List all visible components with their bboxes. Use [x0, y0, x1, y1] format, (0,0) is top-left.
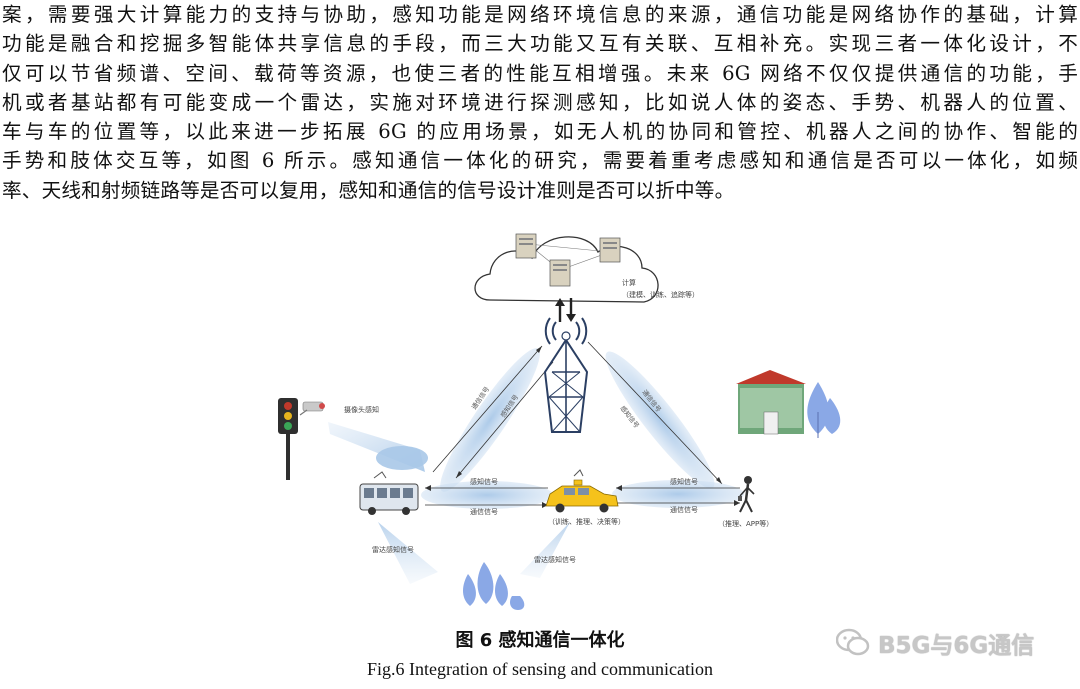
beam-label: 感知信号	[670, 477, 698, 486]
beam-label: 感知信号	[470, 477, 498, 486]
body-line: 仅可以节省频谱、空间、载荷等资源，也使三者的性能互相增强。未来 6G 网络不仅仅…	[2, 59, 1078, 88]
server-icon	[550, 260, 570, 286]
camera-icon	[300, 402, 325, 415]
radar-beam-mid	[520, 522, 570, 578]
wechat-icon	[836, 628, 870, 658]
camera-label: 摄像头感知	[344, 405, 379, 414]
body-line: 率、天线和射频链路等是否可以复用，感知和通信的信号设计准则是否可以折中等。	[2, 176, 1078, 205]
base-station-tower-icon	[545, 318, 587, 432]
beam-label: 通信信号	[470, 507, 498, 516]
beam-label: 通信信号	[670, 505, 698, 514]
car-sublabel: （训练、推理、决策等）	[548, 517, 625, 526]
server-icon	[516, 234, 536, 258]
server-icon	[600, 238, 620, 262]
radar-label-left: 雷达感知信号	[372, 545, 414, 554]
beam-tower-person: 通信信号 感知信号	[588, 342, 726, 498]
taxi-icon	[546, 470, 618, 513]
integration-figure: 计算 （建模、训练、追踪等） 通信信号 感知信号 通信信号 感知信号	[270, 222, 870, 616]
body-line: 案，需要强大计算能力的支持与协助，感知功能是网络环境信息的来源，通信功能是网络协…	[2, 0, 1078, 29]
body-line: 车与车的位置等，以此来进一步拓展 6G 的应用场景，如无人机的协同和管控、机器人…	[2, 117, 1078, 146]
beam-tower-bus: 通信信号 感知信号	[429, 340, 553, 500]
beam-car-person: 感知信号 通信信号	[612, 477, 744, 514]
body-line: 手势和肢体交互等，如图 6 所示。感知通信一体化的研究，需要着重考虑感知和通信是…	[2, 146, 1078, 175]
traffic-light-icon	[278, 398, 298, 480]
compute-label: 计算	[622, 278, 636, 287]
person-sublabel: （推理、APP等）	[718, 519, 773, 528]
tree-icon	[807, 382, 840, 438]
figure-caption-en: Fig.6 Integration of sensing and communi…	[0, 659, 1080, 680]
building-icon	[736, 370, 806, 434]
bus-icon	[360, 472, 418, 515]
tree-icon	[463, 562, 524, 610]
watermark: B5G与6G通信	[836, 625, 1034, 661]
radar-label-mid: 雷达感知信号	[534, 555, 576, 564]
watermark-text: B5G与6G通信	[878, 626, 1034, 660]
body-line: 功能是融合和挖掘多智能体共享信息的手段，而三大功能又互有关联、互相补充。实现三者…	[2, 29, 1078, 58]
body-paragraph: 案，需要强大计算能力的支持与协助，感知功能是网络环境信息的来源，通信功能是网络协…	[2, 0, 1078, 205]
body-line: 机或者基站都有可能变成一个雷达，实施对环境进行探测感知，比如说人体的姿态、手势、…	[2, 88, 1078, 117]
compute-sublabel: （建模、训练、追踪等）	[622, 290, 699, 299]
camera-beam-end	[376, 446, 428, 470]
